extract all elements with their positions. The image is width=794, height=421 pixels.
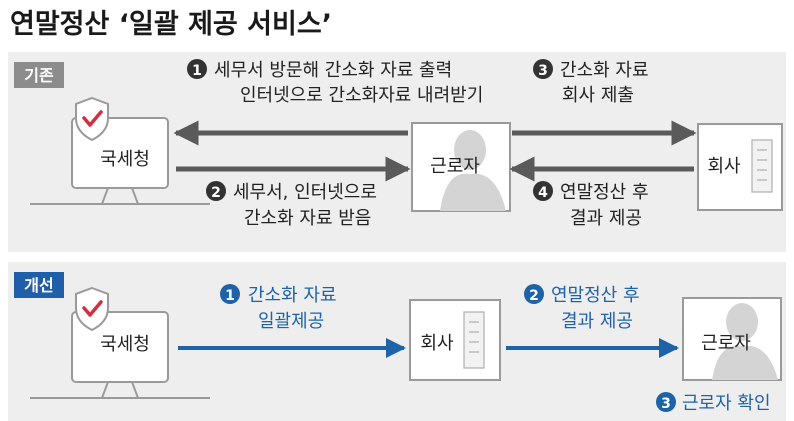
step1-label-before: 1 세무서 방문해 간소화 자료 출력 인터넷으로 간소화자료 내려받기: [187, 59, 483, 106]
step1-number: 1: [192, 63, 202, 79]
step3-number-badge: [533, 59, 553, 79]
step3-line2: 회사 제출: [562, 85, 634, 106]
step2-number-badge-after: [524, 284, 544, 304]
step2-label-after: 2 연말정산 후 결과 제공: [524, 284, 640, 332]
step1-line2-after: 일괄제공: [258, 311, 324, 332]
step2-line2: 간소화 자료 받음: [244, 208, 371, 229]
tax-office-label-before: 국세청: [100, 149, 150, 170]
step1-number-badge-after: [220, 284, 240, 304]
worker-box-after: 근로자: [682, 297, 782, 381]
step2-number-after: 2: [529, 288, 539, 304]
badge-before: 기존: [14, 62, 64, 88]
person-icon: [440, 130, 506, 211]
step4-line1: 연말정산 후: [560, 182, 649, 203]
step1-number-after: 1: [225, 288, 235, 304]
worker-box-before: 근로자: [411, 122, 511, 212]
company-box-before: 회사: [697, 123, 783, 211]
step2-line1: 세무서, 인터넷으로: [233, 182, 377, 203]
step3-label-after: 3 근로자 확인: [656, 392, 771, 414]
building-icon: [751, 139, 773, 193]
person-icon: [712, 303, 778, 380]
step3-number-after: 3: [661, 396, 671, 412]
step4-line2: 결과 제공: [570, 208, 642, 229]
building-icon: [463, 311, 485, 369]
step2-line1-after: 연말정산 후: [551, 285, 640, 306]
tax-office-monitor-before: 국세청: [30, 96, 210, 205]
step4-number: 4: [538, 185, 548, 201]
company-label-after: 회사: [420, 333, 454, 354]
step3-number: 3: [538, 63, 548, 79]
step2-line2-after: 결과 제공: [561, 311, 633, 332]
step3-text-after: 근로자 확인: [682, 393, 771, 414]
step2-label-before: 2 세무서, 인터넷으로 간소화 자료 받음: [206, 181, 377, 229]
badge-after: 개선: [14, 272, 64, 298]
step4-label-before: 4 연말정산 후 결과 제공: [533, 181, 649, 229]
worker-label-before: 근로자: [430, 156, 480, 177]
shield-check-icon: [75, 96, 109, 142]
tax-office-label-after: 국세청: [100, 334, 150, 355]
shield-check-icon: [75, 286, 109, 332]
step4-number-badge: [533, 181, 553, 201]
company-label-before: 회사: [707, 156, 741, 177]
step1-line1-after: 간소화 자료: [248, 285, 337, 306]
badge-before-label: 기존: [24, 66, 54, 85]
worker-label-after: 근로자: [701, 333, 751, 354]
step3-line1: 간소화 자료: [560, 60, 649, 81]
step1-line1: 세무서 방문해 간소화 자료 출력: [214, 60, 452, 81]
badge-after-label: 개선: [24, 276, 53, 295]
company-box-after: 회사: [409, 299, 501, 381]
step1-label-after: 1 간소화 자료 일괄제공: [220, 284, 337, 332]
step1-number-badge: [187, 59, 207, 79]
step2-number: 2: [211, 185, 221, 201]
step1-line2: 인터넷으로 간소화자료 내려받기: [240, 85, 483, 106]
step2-number-badge: [206, 181, 226, 201]
tax-office-monitor-after: 국세청: [30, 286, 210, 399]
page-title: 연말정산 ‘일괄 제공 서비스’: [10, 9, 332, 40]
step3-label-before: 3 간소화 자료 회사 제출: [533, 59, 649, 106]
step3-number-badge-after: [656, 392, 676, 412]
